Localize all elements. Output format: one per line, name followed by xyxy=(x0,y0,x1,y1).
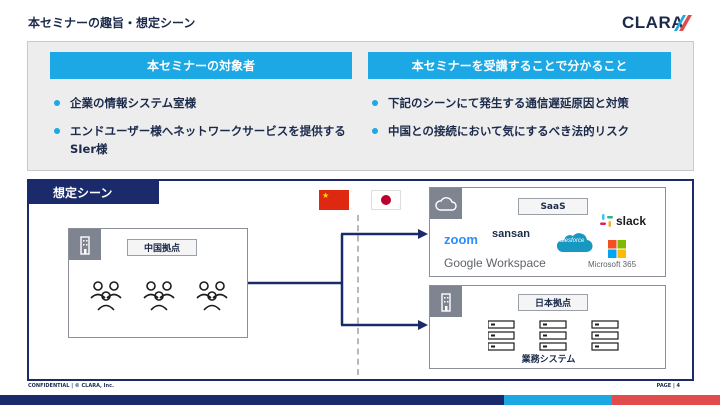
scenario-label: 想定シーン xyxy=(29,181,159,204)
logo-text: CLARA xyxy=(622,13,684,32)
list-item: 下記のシーンにて発生する通信遅延原因と対策 xyxy=(372,94,682,112)
building-icon xyxy=(430,286,462,317)
list-item: エンドユーザー様へネットワークサービスを提供するSIer様 xyxy=(54,122,354,158)
summary-box: 本セミナーの対象者 本セミナーを受講することで分かること 企業の情報システム室様… xyxy=(27,41,694,171)
japan-office-box: 日本拠点 業務システム xyxy=(429,285,666,369)
salesforce-logo: salesforce xyxy=(554,228,594,256)
china-office-box: 中国拠点 xyxy=(68,228,248,338)
confidential-footer: CONFIDENTIAL | © CLARA, Inc. xyxy=(28,383,114,389)
border-divider xyxy=(357,215,359,375)
microsoft-logo-icon xyxy=(608,240,626,258)
salesforce-logo-text: salesforce xyxy=(557,238,585,244)
google-workspace-logo: Google Workspace xyxy=(444,256,546,270)
zoom-logo: zoom xyxy=(444,232,478,247)
china-flag-icon: ★ xyxy=(319,190,349,210)
slack-mark-icon xyxy=(600,214,613,227)
users-icon xyxy=(90,281,122,311)
china-office-title: 中国拠点 xyxy=(127,239,197,256)
page-number: PAGE | 4 xyxy=(656,383,680,389)
list-item: 中国との接続において気にするべき法的リスク xyxy=(372,122,682,140)
microsoft-365-logo: Microsoft 365 xyxy=(588,260,637,269)
saas-title: SaaS xyxy=(518,198,588,215)
target-audience-list: 企業の情報システム室様 エンドユーザー様へネットワークサービスを提供するSIer… xyxy=(54,94,354,168)
sansan-logo: sansan xyxy=(492,228,530,240)
clara-logo: CLARA xyxy=(622,12,692,34)
cloud-icon xyxy=(430,188,462,219)
japan-flag-icon xyxy=(371,190,401,210)
learning-outcomes-header: 本セミナーを受講することで分かること xyxy=(368,52,671,79)
saas-box: SaaS zoom sansan salesforce slack Google… xyxy=(429,187,666,277)
japan-office-title: 日本拠点 xyxy=(518,294,588,311)
server-icon xyxy=(488,320,619,351)
building-icon xyxy=(69,229,101,260)
logo-flag-icon xyxy=(674,15,692,31)
users-icon xyxy=(143,281,175,311)
page-title: 本セミナーの趣旨・想定シーン xyxy=(28,16,196,30)
learning-outcomes-list: 下記のシーンにて発生する通信遅延原因と対策 中国との接続において気にするべき法的… xyxy=(372,94,682,150)
list-item: 企業の情報システム室様 xyxy=(54,94,354,112)
target-audience-header: 本セミナーの対象者 xyxy=(50,52,352,79)
slack-logo: slack xyxy=(616,214,647,228)
users-icon xyxy=(196,281,228,311)
footer-bar xyxy=(0,395,720,405)
business-system-label: 業務システム xyxy=(521,355,576,365)
